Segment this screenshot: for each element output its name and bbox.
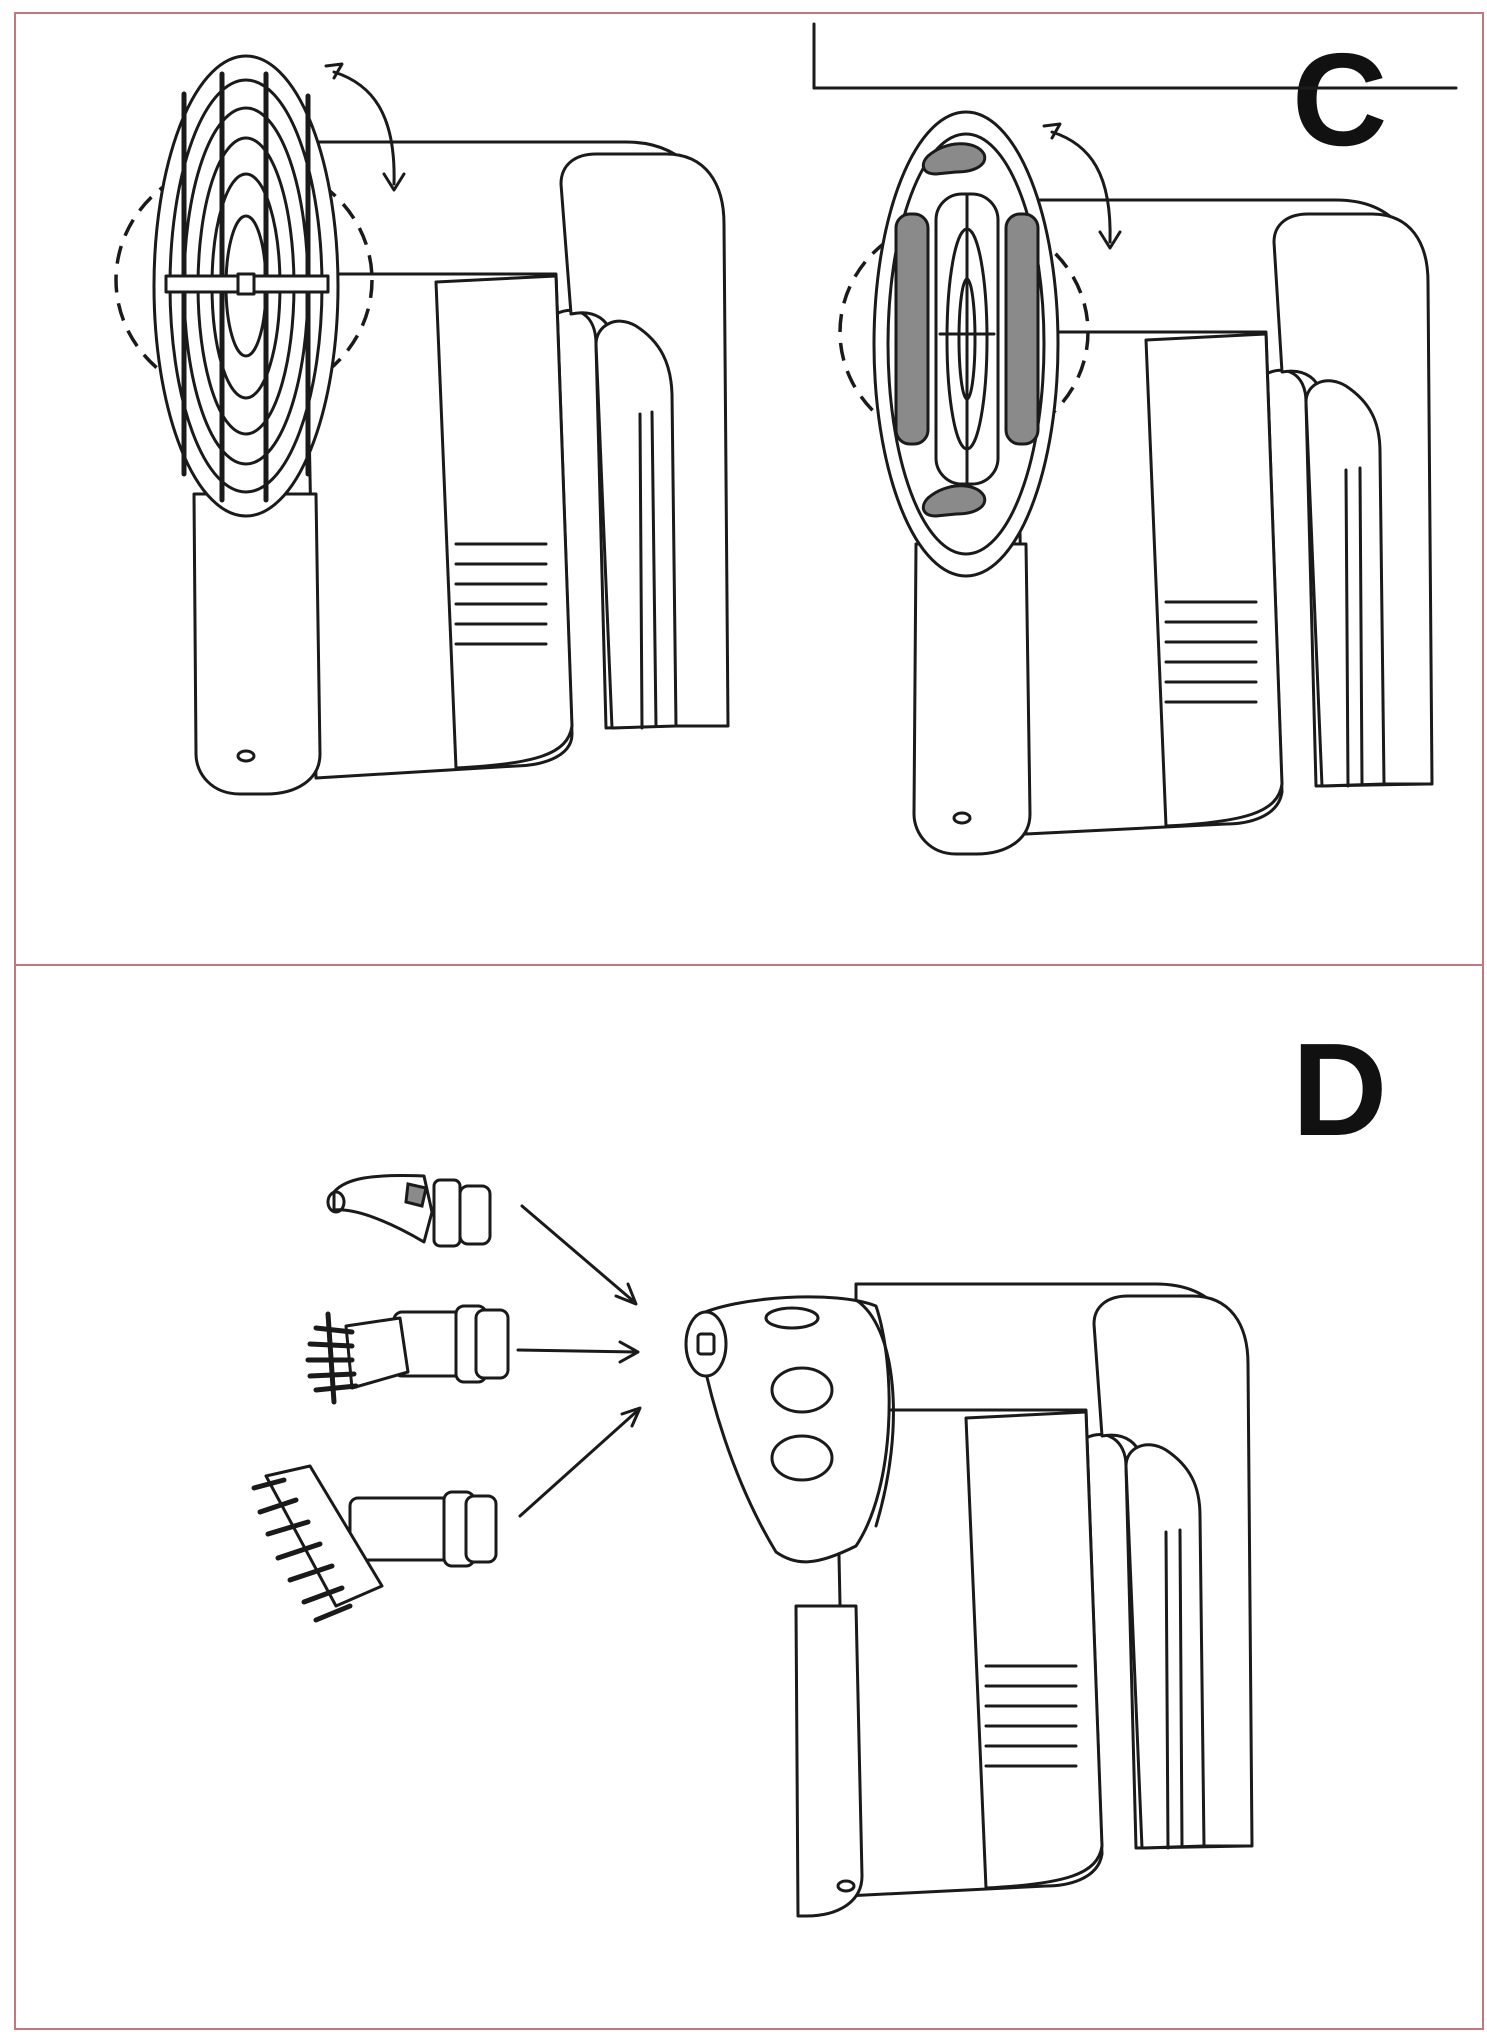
- handheld-vacuum-icon: [912, 198, 1434, 856]
- panel-label-d: D: [1292, 1016, 1388, 1163]
- round-brush-icon: [305, 1304, 510, 1405]
- panel-d: D: [14, 964, 1484, 2030]
- panel-label-c: C: [1292, 26, 1388, 173]
- crevice-nozzle-icon: [326, 1174, 492, 1248]
- filter-icon: [114, 54, 374, 518]
- handheld-vacuum-icon: [192, 140, 730, 796]
- arrow-icon: [1042, 122, 1122, 250]
- arrow-icon: [516, 1340, 640, 1364]
- panel-d-illustration: [251, 1174, 1254, 1918]
- vent-lines: [984, 1664, 1078, 1768]
- arrow-icon: [520, 1204, 638, 1306]
- panel-c-illustration: [114, 22, 1458, 856]
- filter-icon: [838, 110, 1090, 578]
- wide-brush-icon: [251, 1464, 498, 1623]
- handheld-vacuum-icon: [684, 1282, 1254, 1918]
- panel-c: C: [14, 12, 1484, 966]
- bristles: [305, 1311, 359, 1405]
- vent-lines: [1164, 600, 1258, 704]
- vent-lines: [454, 542, 548, 646]
- reference-line: [812, 22, 1458, 90]
- bristles: [251, 1477, 353, 1623]
- arrow-icon: [324, 62, 406, 192]
- arrow-icon: [518, 1406, 642, 1518]
